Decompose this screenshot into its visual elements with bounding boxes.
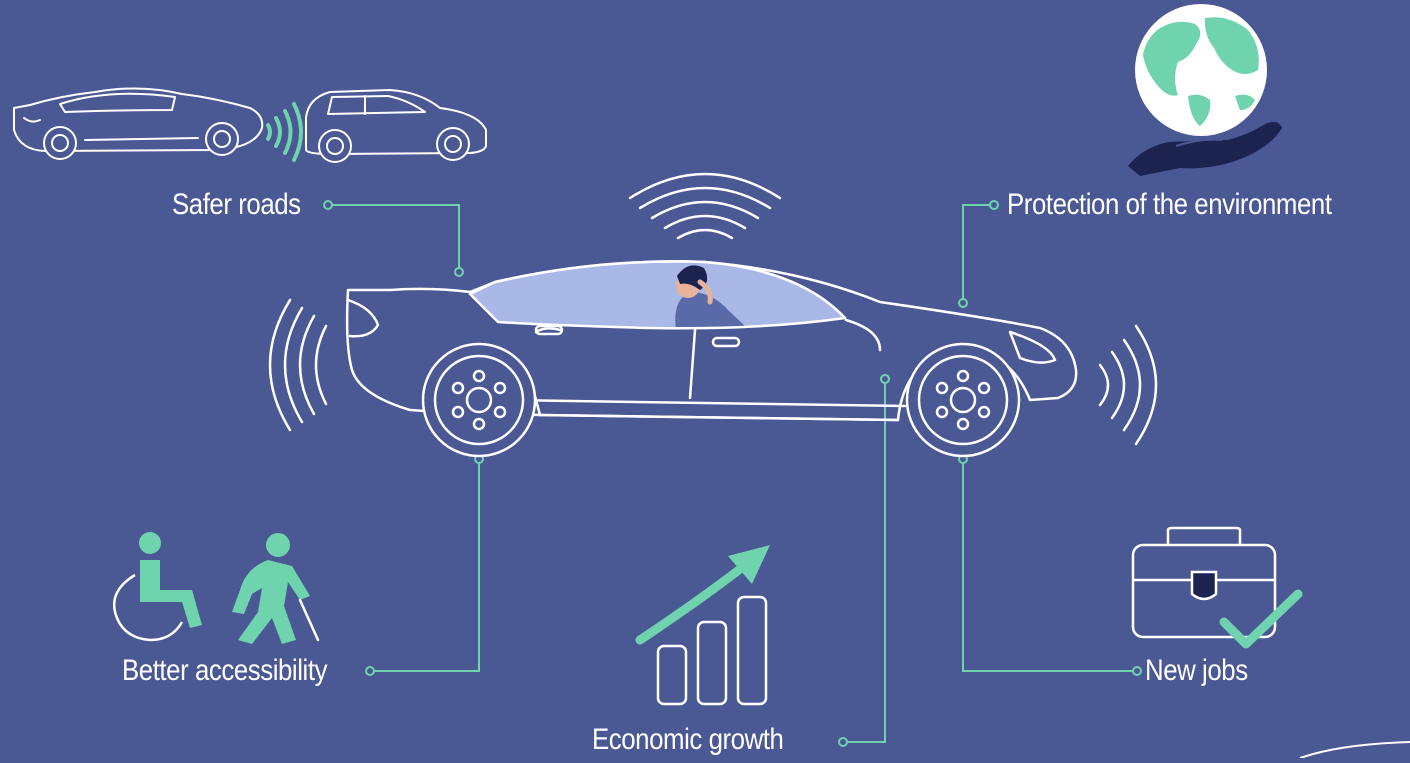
label-economic-growth: Economic growth <box>592 723 784 756</box>
briefcase-checkmark-icon <box>1131 526 1303 649</box>
connector-accessibility <box>374 462 480 672</box>
label-new-jobs: New jobs <box>1145 654 1248 687</box>
label-environment: Protection of the environment <box>1007 188 1332 221</box>
passenger-figure <box>675 265 745 330</box>
bar-chart-rising-arrow-icon <box>635 545 770 706</box>
two-cars-communicating-icon <box>13 87 487 163</box>
connector-economic-growth <box>847 382 886 743</box>
globe-in-hand-icon <box>1128 4 1282 176</box>
wheelchair-and-elderly-walker-icon <box>112 532 320 644</box>
self-driving-car-icon <box>268 172 1158 458</box>
connector-safer-roads <box>332 204 460 270</box>
label-accessibility: Better accessibility <box>122 654 328 687</box>
connector-new-jobs <box>962 462 1133 672</box>
connector-environment <box>962 204 990 300</box>
label-safer-roads: Safer roads <box>172 188 301 221</box>
corner-decoration <box>1299 741 1410 759</box>
connector-lines <box>323 200 1142 747</box>
